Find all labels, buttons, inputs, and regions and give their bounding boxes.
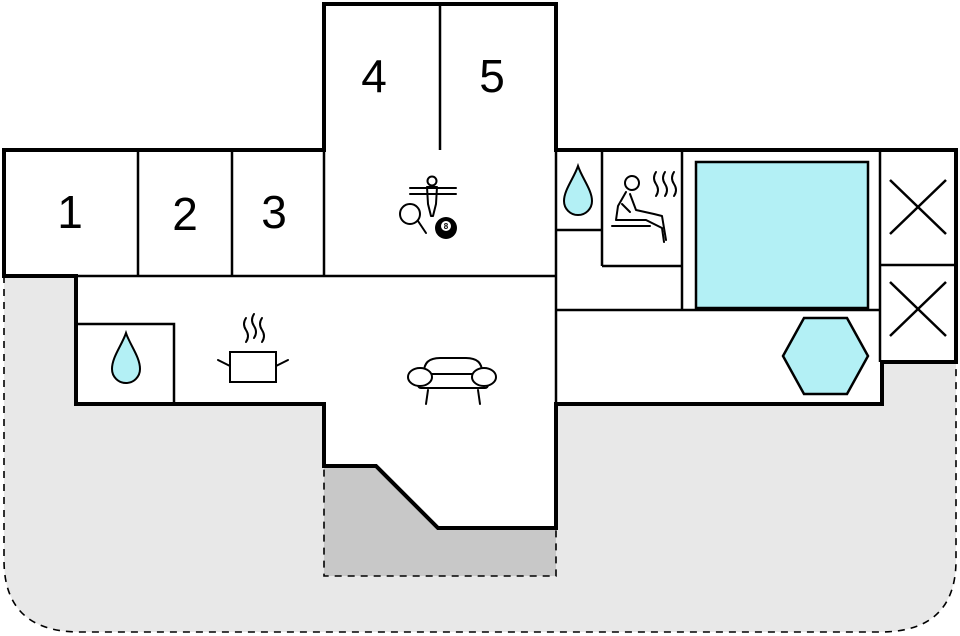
room-label-5: 5	[479, 50, 505, 102]
water-drop-icon	[110, 329, 142, 384]
games-icon: 8	[399, 175, 457, 239]
cooking-pot-icon	[217, 313, 289, 383]
water-drop-icon	[562, 162, 594, 216]
room-label-2: 2	[172, 188, 198, 240]
terrace-area	[3, 275, 957, 633]
sauna-icon	[611, 171, 677, 243]
room-label-1: 1	[57, 186, 83, 238]
crossed-box-icon	[889, 179, 947, 235]
sofa-icon	[407, 357, 497, 405]
crossed-box-icon	[889, 281, 947, 337]
room-label-3: 3	[261, 186, 287, 238]
hexagon-whirlpool-icon	[781, 316, 870, 396]
indoor-pool-icon	[694, 160, 870, 310]
billiard-ball-number: 8	[444, 222, 449, 231]
building-footprint	[4, 4, 956, 528]
room-label-4: 4	[361, 50, 387, 102]
exterior-walls	[2, 2, 958, 530]
